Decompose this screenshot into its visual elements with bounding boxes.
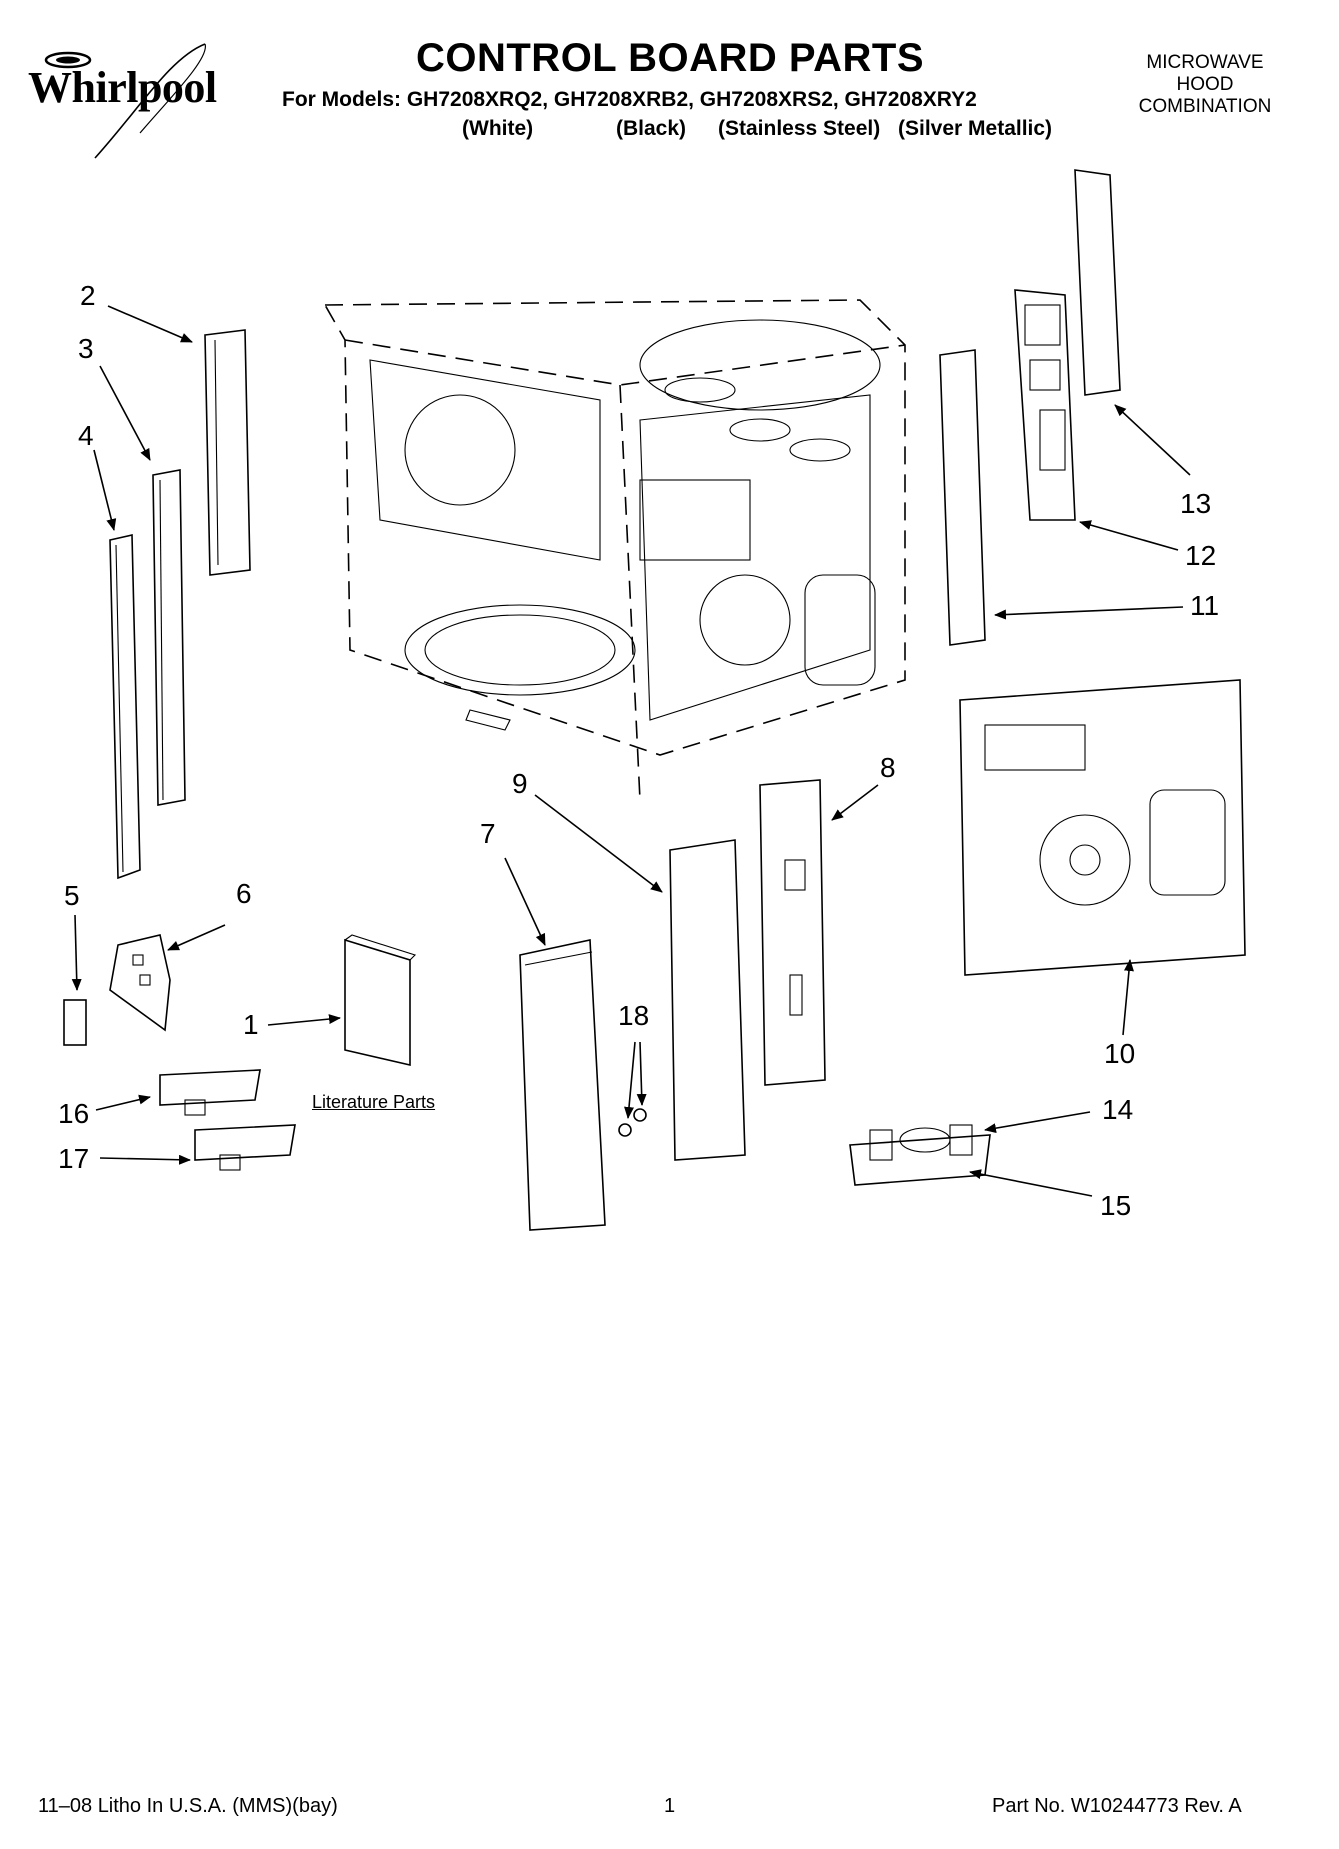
callout-16: 16 <box>58 1098 90 1129</box>
whirlpool-swirl-icon <box>44 43 206 159</box>
callout-6: 6 <box>236 878 252 909</box>
callout-5: 5 <box>64 880 80 911</box>
part-9-bracket <box>669 839 746 1161</box>
callout-4: 4 <box>78 420 94 451</box>
finish-stainless: (Stainless Steel) <box>718 117 881 140</box>
finish-white: (White) <box>462 117 534 140</box>
leader-lines <box>71 305 1191 1197</box>
part-17-bracket <box>194 1124 296 1171</box>
product-type-line-3: COMBINATION <box>1138 96 1272 117</box>
product-type-line-2: HOOD <box>1176 74 1234 95</box>
product-type-line-1: MICROWAVE <box>1146 52 1264 73</box>
footer-litho: 11–08 Litho In U.S.A. (MMS)(bay) <box>38 1795 338 1817</box>
callout-1: 1 <box>243 1009 259 1040</box>
brand-name: Whirlpool <box>28 63 217 112</box>
part-5-connector <box>63 999 87 1046</box>
microwave-cavity-outline <box>323 299 906 801</box>
callout-18: 18 <box>618 1000 650 1031</box>
part-10-panel <box>959 679 1246 976</box>
literature-parts-label: Literature Parts <box>312 1092 436 1112</box>
finish-black: (Black) <box>616 117 687 140</box>
finish-silver: (Silver Metallic) <box>898 117 1053 140</box>
part-7-control-panel <box>519 939 606 1231</box>
callout-3: 3 <box>78 333 94 364</box>
callout-2: 2 <box>80 280 96 311</box>
callout-10: 10 <box>1104 1038 1136 1069</box>
part-1-literature <box>344 934 417 1067</box>
callout-17: 17 <box>58 1143 90 1174</box>
callout-8: 8 <box>880 752 896 783</box>
callout-13: 13 <box>1180 488 1212 519</box>
whirlpool-logo <box>20 38 270 168</box>
callout-14: 14 <box>1102 1094 1134 1125</box>
part-12-control-board <box>1014 289 1076 521</box>
callout-7: 7 <box>480 818 496 849</box>
part-11-bracket <box>939 349 986 646</box>
part-8-membrane <box>759 779 826 1086</box>
product-type: MICROWAVE HOOD COMBINATION <box>1115 52 1295 118</box>
part-13-cover <box>1074 169 1121 396</box>
callout-15: 15 <box>1100 1190 1132 1221</box>
footer-page-number: 1 <box>664 1795 676 1817</box>
callout-12: 12 <box>1185 540 1217 571</box>
footer-part-number: Part No. W10244773 Rev. A <box>992 1795 1242 1817</box>
part-16-bracket <box>159 1069 261 1116</box>
callout-9: 9 <box>512 768 528 799</box>
part-6-board <box>109 934 171 1032</box>
callout-11: 11 <box>1190 590 1220 621</box>
part-2-bracket <box>204 329 251 576</box>
part-14-15-assembly <box>849 1124 991 1186</box>
part-4-trim <box>109 534 141 880</box>
part-3-bracket <box>152 469 186 806</box>
part-18-screws <box>618 1108 647 1137</box>
page-title: CONTROL BOARD PARTS <box>415 36 924 80</box>
models-line: For Models: GH7208XRQ2, GH7208XRB2, GH72… <box>282 88 977 111</box>
